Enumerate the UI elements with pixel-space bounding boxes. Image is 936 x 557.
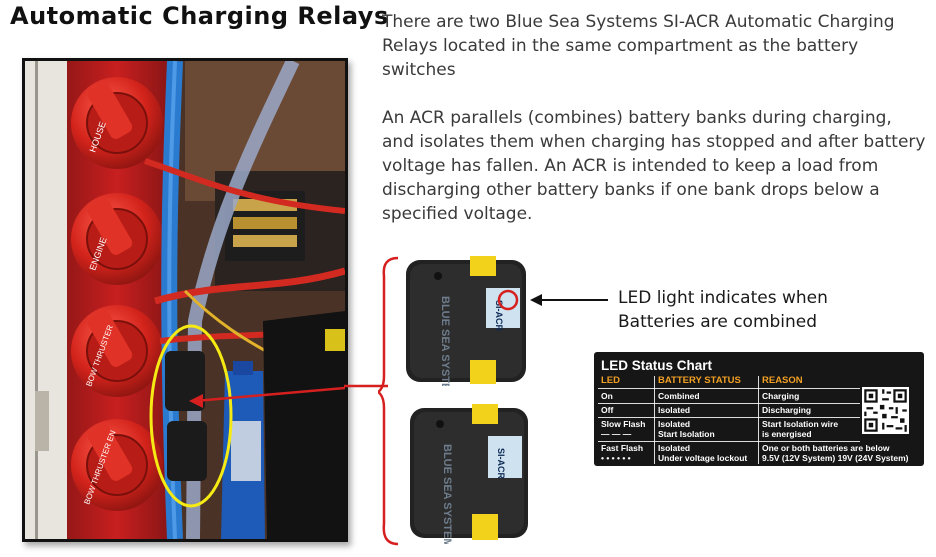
compartment-photo: HOUSE ENGINE BOW THRUSTER BOW THRUSTER E…	[22, 58, 348, 542]
led-chart-cell-led-pattern: — — —	[601, 429, 632, 439]
acr-device-bottom-brand: BLUE SEA SYSTEMS	[441, 444, 453, 544]
led-callout-text: LED light indicates when Batteries are c…	[618, 286, 918, 334]
led-chart-row: On Combined Charging	[594, 392, 854, 406]
acr-device-bottom: BLUE SEA SYSTEMS SI-ACR	[410, 404, 528, 544]
acr-device-top: BLUE SEA SYSTEMS SI-ACR	[406, 256, 526, 386]
led-chart-cell-reason: Start Isolation wire	[762, 419, 839, 429]
acr-device-top-brand: BLUE SEA SYSTEMS	[439, 296, 451, 386]
battery-switch-house: HOUSE	[71, 77, 163, 169]
led-callout-line-1: LED light indicates when	[618, 288, 828, 308]
led-chart-header-row: LED BATTERY STATUS REASON	[594, 376, 854, 390]
acr-device-bottom-model: SI-ACR	[496, 448, 506, 479]
battery-switch-bow-thruster-en: BOW THRUSTER EN	[71, 419, 163, 511]
led-callout-arrow	[530, 294, 608, 306]
led-chart-cell-status: Isolated	[658, 443, 691, 453]
led-chart-row: Off Isolated Discharging	[594, 406, 854, 420]
page-title: Automatic Charging Relays	[10, 2, 389, 30]
led-highlight-circle	[497, 289, 519, 311]
acr-description-paragraph: An ACR parallels (combines) battery bank…	[382, 108, 926, 224]
led-chart-header-led: LED	[601, 375, 620, 386]
acr-device-top-model: SI-ACR	[494, 300, 504, 331]
led-chart-cell-reason-2: is energised	[762, 429, 812, 439]
led-chart-cell-reason: Discharging	[762, 405, 812, 415]
led-chart-header-status: BATTERY STATUS	[658, 375, 741, 386]
led-chart-cell-led: Fast Flash	[601, 443, 644, 453]
led-chart-cell-status: Isolated	[658, 405, 691, 415]
led-chart-cell-status-2: Under voltage lockout	[658, 453, 748, 463]
led-chart-title: LED Status Chart	[601, 358, 713, 373]
led-chart-cell-led-pattern: • • • • • •	[601, 453, 631, 463]
led-chart-cell-status: Isolated	[658, 419, 691, 429]
pointer-arrow-to-photo	[344, 384, 388, 388]
led-status-chart: LED Status Chart LED BATTERY STATUS REAS…	[594, 352, 924, 466]
led-chart-cell-led: Off	[601, 405, 614, 415]
highlight-ellipse	[149, 324, 233, 508]
led-chart-header-reason: REASON	[762, 375, 803, 386]
led-callout-line-2: Batteries are combined	[618, 312, 818, 332]
led-chart-cell-status-2: Start Isolation	[658, 429, 715, 439]
battery-switch-bow-thruster: BOW THRUSTER	[71, 305, 163, 397]
battery-switch-engine: ENGINE	[71, 193, 163, 285]
led-chart-cell-led: Slow Flash	[601, 419, 646, 429]
compartment-photo-drawing: HOUSE ENGINE BOW THRUSTER BOW THRUSTER E…	[25, 61, 345, 539]
led-chart-cell-reason-2: 9.5V (12V System) 19V (24V System)	[762, 453, 909, 463]
led-chart-row: Slow Flash — — — Isolated Start Isolatio…	[594, 420, 854, 442]
red-bracket	[378, 256, 399, 546]
intro-paragraph: There are two Blue Sea Systems SI-ACR Au…	[382, 12, 895, 80]
led-chart-row: Fast Flash • • • • • • Isolated Under vo…	[594, 444, 924, 466]
led-chart-cell-led: On	[601, 391, 613, 401]
led-chart-cell-reason: Charging	[762, 391, 800, 401]
led-chart-cell-reason: One or both batteries are below	[762, 443, 890, 453]
qr-code-icon	[862, 387, 909, 434]
led-chart-cell-status: Combined	[658, 391, 700, 401]
